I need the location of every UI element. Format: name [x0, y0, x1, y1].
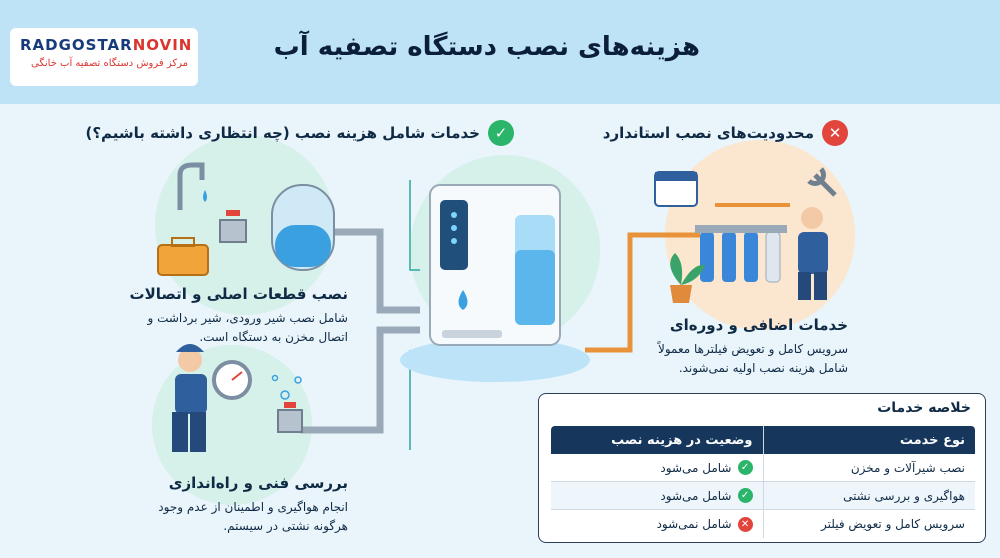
parts-block: نصب قطعات اصلی و اتصالات شامل نصب شیر ور… [128, 285, 348, 347]
service-cell: سرویس کامل و تعویض فیلتر [762, 510, 976, 538]
logo-wordmark: RADGOSTARNOVIN [20, 36, 193, 54]
extra-line2: شامل هزینه نصب اولیه نمی‌شوند. [678, 361, 848, 375]
extra-services-block: خدمات اضافی و دوره‌ای سرویس کامل و تعویض… [628, 316, 848, 378]
check-icon: ✓ [488, 120, 514, 146]
pipes [300, 228, 420, 434]
summary-table: نوع خدمت وضعیت در هزینه نصب نصب شیرآلات … [551, 426, 975, 538]
summary-title: خلاصه خدمات [877, 400, 971, 416]
device-drop-icon [458, 290, 468, 310]
service-cell: نصب شیرآلات و مخزن [762, 454, 976, 481]
filter-cartridges-icon [695, 225, 787, 283]
table-header-service: نوع خدمت [762, 426, 976, 454]
cross-icon: ✕ [822, 120, 848, 146]
water-puddle-icon [400, 338, 590, 382]
extra-line1: سرویس کامل و تعویض فیلترها معمولاً [658, 342, 848, 356]
included-section-title: ✓ خدمات شامل هزینه نصب (چه انتظاری داشته… [85, 120, 514, 146]
technician-body-icon [175, 374, 207, 414]
inspection-heading: بررسی فنی و راه‌اندازی [168, 474, 348, 492]
inspection-line2: هرگونه نشتی در سیستم. [223, 519, 348, 533]
table-header-status: وضعیت در هزینه نصب [611, 432, 753, 448]
page-title: هزینه‌های نصب دستگاه تصفیه آب [273, 32, 700, 62]
extra-heading: خدمات اضافی و دوره‌ای [669, 316, 848, 334]
table-row: سرویس کامل و تعویض فیلتر ✕ شامل نمی‌شود [551, 510, 975, 538]
table-row: هواگیری و بررسی نشتی ✓ شامل می‌شود [551, 482, 975, 510]
faucet-icon [177, 162, 205, 210]
status-cell: ✓ شامل می‌شود [551, 454, 763, 481]
service-technician-body-icon [798, 232, 828, 274]
status-text: شامل می‌شود [660, 460, 732, 475]
parts-heading: نصب قطعات اصلی و اتصالات [129, 285, 348, 303]
status-cell: ✕ شامل نمی‌شود [551, 510, 763, 538]
service-technician-head-icon [801, 207, 823, 229]
plant-pot-icon [670, 285, 692, 303]
bubbles-icon [271, 374, 302, 400]
service-cell: هواگیری و بررسی نشتی [762, 482, 976, 509]
status-cell: ✓ شامل می‌شود [551, 482, 763, 509]
parts-line1: شامل نصب شیر ورودی، شیر برداشت و [147, 311, 348, 325]
toolbox-icon [157, 244, 209, 276]
table-header-row: نوع خدمت وضعیت در هزینه نصب [551, 426, 975, 454]
summary-panel: خلاصه خدمات نوع خدمت وضعیت در هزینه نصب … [538, 393, 986, 543]
leak-valve-icon [277, 409, 303, 433]
valve-icon [219, 219, 247, 243]
limits-title-text: محدودیت‌های نصب استاندارد [602, 124, 814, 142]
inspection-line1: انجام هواگیری و اطمینان از عدم وجود [158, 500, 348, 514]
brand-logo[interactable]: RADGOSTARNOVIN مرکز فروش دستگاه تصفیه آب… [10, 28, 198, 86]
wrench-icon [807, 167, 837, 197]
logo-tagline: مرکز فروش دستگاه تصفیه آب خانگی [31, 58, 188, 69]
status-text: شامل می‌شود [660, 488, 732, 503]
included-title-text: خدمات شامل هزینه نصب (چه انتظاری داشته ب… [85, 124, 480, 142]
parts-line2: اتصال مخزن به دستگاه است. [199, 330, 348, 344]
status-text: شامل نمی‌شود [656, 517, 732, 531]
inspection-block: بررسی فنی و راه‌اندازی انجام هواگیری و ا… [128, 474, 348, 536]
check-icon: ✓ [737, 460, 753, 475]
service-pipe [585, 232, 700, 353]
table-row: نصب شیرآلات و مخزن ✓ شامل می‌شود [551, 454, 975, 482]
water-drop-icon [203, 190, 207, 202]
technician-head-icon [178, 348, 202, 372]
check-icon: ✓ [737, 488, 753, 503]
limits-section-title: ✕ محدودیت‌های نصب استاندارد [603, 120, 848, 146]
cross-icon: ✕ [737, 516, 753, 532]
